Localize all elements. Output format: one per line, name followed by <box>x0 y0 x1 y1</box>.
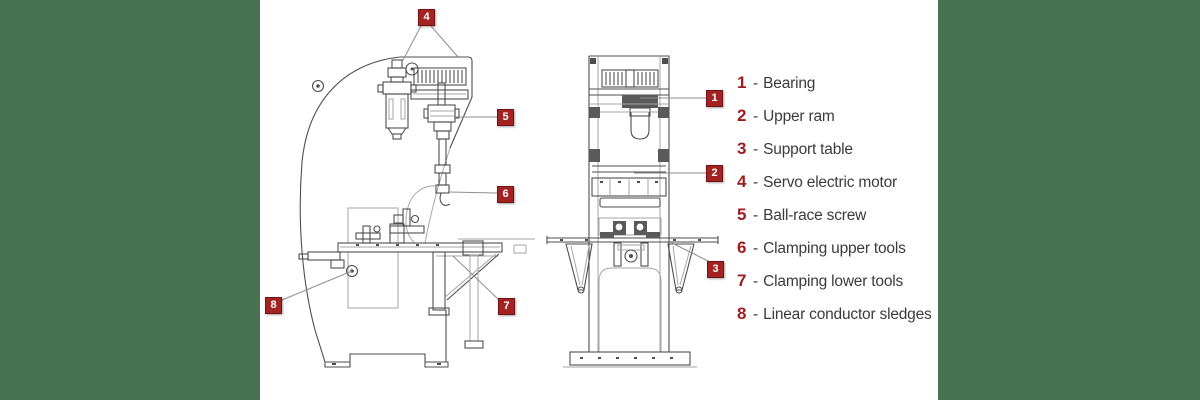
legend-item-dash: - <box>753 174 759 191</box>
callout-badge-5: 5 <box>497 109 514 126</box>
legend-item-label: Bearing <box>763 75 816 92</box>
callout-badge-1: 1 <box>706 90 723 107</box>
support-table-side <box>298 223 535 278</box>
frame-head <box>400 56 473 149</box>
legend-item: 1 - Bearing <box>737 73 942 93</box>
machine-base-front <box>563 351 697 368</box>
legend-item: 8 - Linear conductor sledges <box>737 304 942 324</box>
legend-item-dash: - <box>753 273 759 290</box>
ball-race-screw <box>423 82 460 206</box>
c-frame-body <box>299 56 401 363</box>
support-table-front <box>546 232 719 244</box>
legend-item-number: 3 <box>737 139 747 158</box>
legend-item: 6 - Clamping upper tools <box>737 238 942 258</box>
column-arch <box>598 267 662 352</box>
machine-base-side <box>324 310 449 368</box>
callout-badge-3: 3 <box>707 261 724 278</box>
callout-badge-6: 6 <box>497 186 514 203</box>
upper-ram <box>591 165 667 208</box>
callout-leader-lines <box>281 25 711 301</box>
table-bracket-left <box>565 243 593 294</box>
legend-item-label: Servo electric motor <box>763 174 897 191</box>
hose-loop <box>405 185 439 248</box>
table-bracket-side <box>428 240 527 349</box>
column-frame <box>588 55 670 352</box>
front-view-drawing <box>546 55 719 368</box>
legend-item: 4 - Servo electric motor <box>737 172 942 192</box>
legend-item-dash: - <box>753 207 759 224</box>
guide-rollers <box>589 107 669 162</box>
legend-item: 2 - Upper ram <box>737 106 942 126</box>
legend-item-label: Ball-race screw <box>763 207 867 224</box>
legend-item-dash: - <box>753 306 759 323</box>
legend-item-number: 1 <box>737 73 747 92</box>
legend-item-number: 6 <box>737 238 747 257</box>
legend-item-label: Clamping lower tools <box>763 273 904 290</box>
table-bracket-right <box>667 243 695 294</box>
callout-badge-2: 2 <box>706 165 723 182</box>
legend-item-label: Linear conductor sledges <box>763 306 932 323</box>
servo-motor-fins-side <box>405 62 467 86</box>
legend-item: 5 - Ball-race screw <box>737 205 942 225</box>
legend-item-number: 4 <box>737 172 747 191</box>
legend-item-label: Clamping upper tools <box>763 240 906 257</box>
parts-legend: 1 - Bearing 2 - Upper ram 3 - Support ta… <box>737 73 942 337</box>
callout-badge-7: 7 <box>498 298 515 315</box>
belt-housing <box>410 89 469 100</box>
legend-item-number: 2 <box>737 106 747 125</box>
lower-tool-clamp-front <box>613 242 649 267</box>
legend-item: 3 - Support table <box>737 139 942 159</box>
bearing-assembly <box>589 88 669 140</box>
frame-window <box>347 207 399 309</box>
legend-item-dash: - <box>753 240 759 257</box>
side-view-drawing <box>298 56 535 368</box>
legend-item-number: 7 <box>737 271 747 290</box>
tool-clamps-front <box>598 217 662 236</box>
callout-badge-8: 8 <box>265 297 282 314</box>
legend-item-label: Support table <box>763 141 853 158</box>
servo-motor-fins-front <box>601 69 659 88</box>
legend-item-number: 5 <box>737 205 747 224</box>
legend-item: 7 - Clamping lower tools <box>737 271 942 291</box>
legend-item-number: 8 <box>737 304 747 323</box>
legend-item-dash: - <box>753 75 759 92</box>
pneumatic-unit <box>377 59 417 140</box>
sledge-knob <box>345 264 359 278</box>
callout-badge-4: 4 <box>418 9 435 26</box>
legend-item-dash: - <box>753 141 759 158</box>
legend-item-dash: - <box>753 108 759 125</box>
frame-bolt-hole <box>311 79 325 93</box>
legend-item-label: Upper ram <box>763 108 835 125</box>
